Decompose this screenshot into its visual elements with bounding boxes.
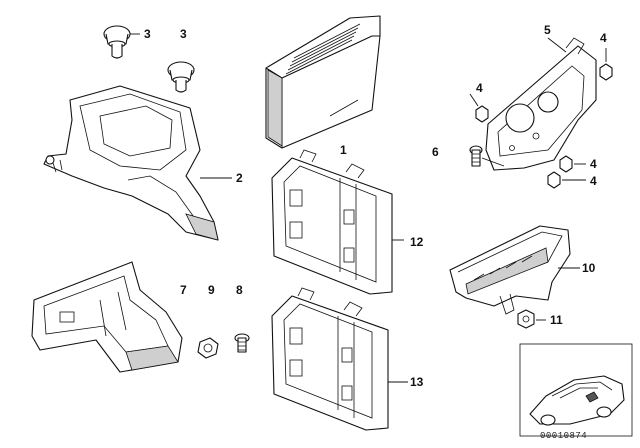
part-10-housing[interactable] xyxy=(449,225,580,315)
part-13-frame[interactable] xyxy=(271,287,408,431)
part-11-nut[interactable] xyxy=(517,309,546,329)
callout-7[interactable]: 7 xyxy=(180,283,187,297)
part-3-rivet-left[interactable] xyxy=(103,25,140,59)
callout-5[interactable]: 5 xyxy=(544,23,551,37)
part-7-bracket[interactable] xyxy=(31,261,183,373)
part-4-nut-top[interactable] xyxy=(599,48,613,81)
part-4-nut-lower-1[interactable] xyxy=(559,155,586,173)
callout-8[interactable]: 8 xyxy=(236,283,243,297)
part-4-nut-lower-2[interactable] xyxy=(547,171,586,189)
callout-4-lower-2[interactable]: 4 xyxy=(590,174,597,188)
part-1-module[interactable] xyxy=(265,15,381,149)
callout-13[interactable]: 13 xyxy=(410,375,424,389)
callout-2[interactable]: 2 xyxy=(236,171,243,185)
part-12-frame[interactable] xyxy=(271,149,404,295)
diagram-code: 00010874 xyxy=(540,431,588,441)
callout-4-left[interactable]: 4 xyxy=(476,81,483,95)
callout-3-right[interactable]: 3 xyxy=(180,27,187,41)
callout-9[interactable]: 9 xyxy=(208,283,215,297)
callout-11[interactable]: 11 xyxy=(550,313,563,327)
callout-4-lower-1[interactable]: 4 xyxy=(590,157,597,171)
callout-1[interactable]: 1 xyxy=(340,143,347,157)
callout-12[interactable]: 12 xyxy=(410,235,424,249)
part-8-screw[interactable] xyxy=(234,333,250,353)
part-9-nut[interactable] xyxy=(197,337,219,359)
part-5-plate[interactable] xyxy=(485,37,597,171)
part-3-rivet-right[interactable] xyxy=(167,61,195,93)
callout-3-left[interactable]: 3 xyxy=(144,27,151,41)
part-2-bracket[interactable] xyxy=(43,85,232,241)
part-6-bolt[interactable] xyxy=(469,145,505,167)
callout-4-top[interactable]: 4 xyxy=(600,31,607,45)
vehicle-thumbnail xyxy=(519,343,633,437)
part-4-nut-left[interactable] xyxy=(469,93,489,123)
callout-10[interactable]: 10 xyxy=(582,261,596,275)
callout-6[interactable]: 6 xyxy=(432,145,439,159)
